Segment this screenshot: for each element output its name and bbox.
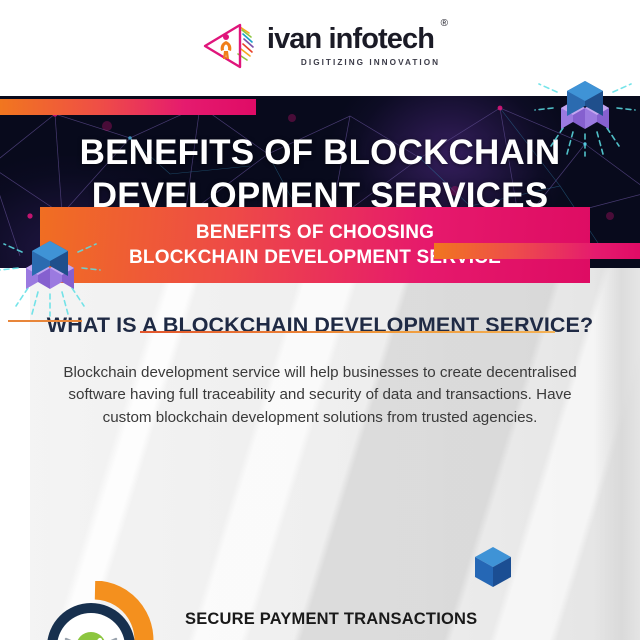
decor-rule-long xyxy=(140,331,555,333)
logo-tagline: DIGITIZING INNOVATION xyxy=(300,58,441,67)
cta-text: BENEFITS OF CHOOSING BLOCKCHAIN DEVELOPM… xyxy=(129,220,501,271)
section-heading: WHAT IS A BLOCKCHAIN DEVELOPMENT SERVICE… xyxy=(46,313,594,337)
content-area: WHAT IS A BLOCKCHAIN DEVELOPMENT SERVICE… xyxy=(0,268,640,640)
cta-line-2: BLOCKCHAIN DEVELOPMENT SERVICE xyxy=(129,247,501,268)
isometric-cube-cluster-top-right-icon xyxy=(534,81,636,157)
secure-payment-check-badge-icon xyxy=(47,581,154,640)
benefit-title: SECURE PAYMENT TRANSACTIONS xyxy=(185,610,478,628)
logo-wordmark: ivan infotech ® xyxy=(266,19,448,55)
accent-bar-top xyxy=(0,99,256,115)
ivan-infotech-triangle-icon xyxy=(203,23,254,69)
registered-mark: ® xyxy=(440,18,448,29)
cta-line-1: BENEFITS OF CHOOSING xyxy=(195,221,435,243)
accent-bar-bottom xyxy=(434,243,640,259)
background-diagonal-stripes xyxy=(0,268,640,640)
background-left-white-margin xyxy=(0,268,30,640)
decor-rule-short xyxy=(8,320,82,322)
brand-logo[interactable]: ivan infotech ® DIGITIZING INNOVATION xyxy=(200,19,448,72)
background-right-shade xyxy=(594,268,640,640)
section-body-text: Blockchain development service will help… xyxy=(63,364,577,426)
logo-wordmark-text: ivan infotech xyxy=(266,23,435,55)
logo-header: ivan infotech ® DIGITIZING INNOVATION xyxy=(0,0,640,96)
isometric-cube-small-icon xyxy=(475,547,511,587)
logo-text-block: ivan infotech ® DIGITIZING INNOVATION xyxy=(266,19,448,68)
isometric-cube-cluster-left-icon xyxy=(0,241,101,317)
cta-banner: BENEFITS OF CHOOSING BLOCKCHAIN DEVELOPM… xyxy=(40,207,590,283)
